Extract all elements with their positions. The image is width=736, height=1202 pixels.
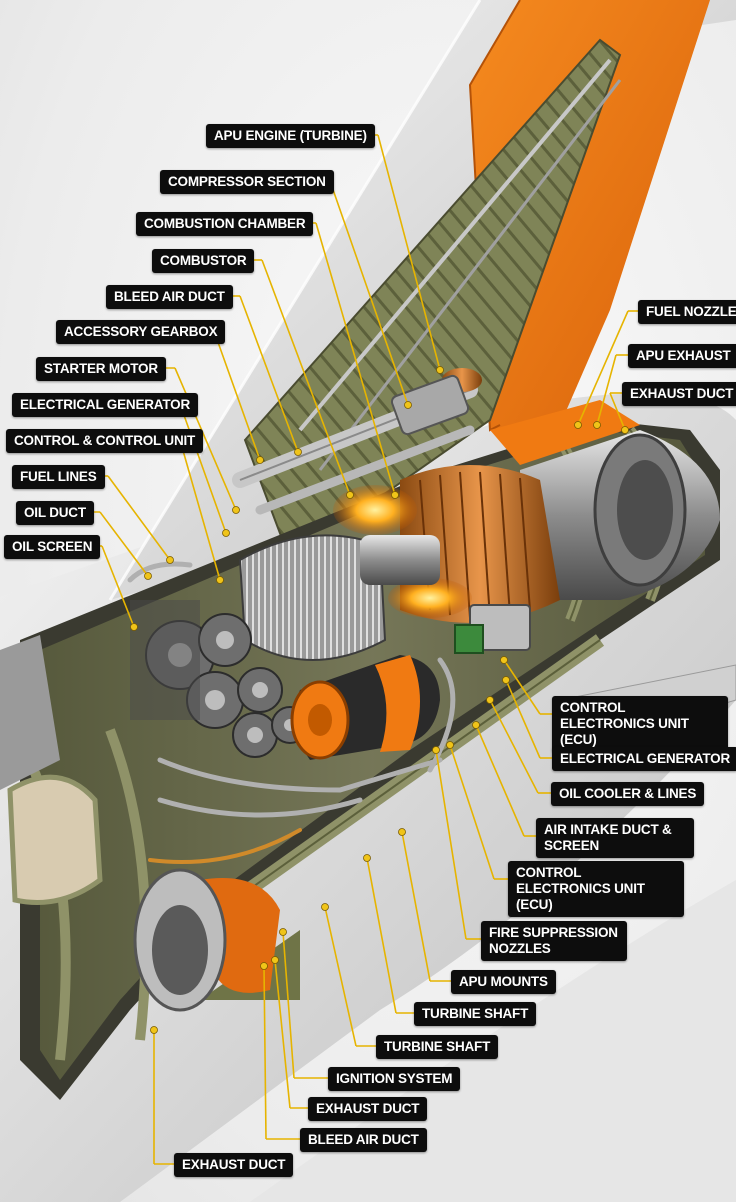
- label-oil-screen: OIL SCREEN: [4, 535, 101, 559]
- label-oil-cooler-lines: OIL COOLER & LINES: [551, 782, 705, 806]
- label-accessory-gearbox: ACCESSORY GEARBOX: [56, 320, 226, 344]
- leader-ecu-right-1: [500, 656, 552, 715]
- leader-bleed-air-duct-bottom: [260, 962, 300, 1140]
- leader-combustion-chamber: [302, 222, 399, 499]
- label-ecu-right-2: CONTROL ELECTRONICS UNIT (ECU): [508, 861, 684, 917]
- leader-bleed-air-duct-top: [225, 295, 302, 456]
- leader-apu-exhaust: [593, 354, 628, 429]
- leader-combustor: [247, 259, 354, 499]
- label-oil-duct: OIL DUCT: [16, 501, 94, 525]
- label-exhaust-duct-right: EXHAUST DUCT: [622, 382, 736, 406]
- label-apu-exhaust: APU EXHAUST: [628, 344, 736, 368]
- leader-turbine-shaft-2: [321, 903, 376, 1047]
- label-compressor-section: COMPRESSOR SECTION: [160, 170, 334, 194]
- label-air-intake-duct: AIR INTAKE DUCT & SCREEN: [536, 818, 694, 858]
- leader-fuel-nozzle: [574, 310, 638, 429]
- label-combustor: COMBUSTOR: [152, 249, 255, 273]
- label-combustion-chamber: COMBUSTION CHAMBER: [136, 212, 314, 236]
- label-apu-mounts: APU MOUNTS: [451, 970, 556, 994]
- label-apu-engine-turbine: APU ENGINE (TURBINE): [206, 124, 375, 148]
- label-control-unit-left: CONTROL & CONTROL UNIT: [6, 429, 204, 453]
- label-exhaust-duct-lowest: EXHAUST DUCT: [174, 1153, 294, 1177]
- label-electrical-generator-right: ELECTRICAL GENERATOR: [552, 747, 736, 771]
- label-fire-suppression: FIRE SUPPRESSION NOZZLES: [481, 921, 627, 961]
- leader-exhaust-duct-lowest: [150, 1026, 174, 1165]
- label-fuel-nozzle: FUEL NOZZLE: [638, 300, 736, 324]
- label-starter-motor: STARTER MOTOR: [36, 357, 166, 381]
- leader-electrical-generator-right: [502, 676, 552, 759]
- leader-apu-mounts: [398, 828, 451, 982]
- label-fuel-lines: FUEL LINES: [12, 465, 105, 489]
- leader-turbine-shaft-1: [363, 854, 414, 1014]
- label-bleed-air-duct-bottom: BLEED AIR DUCT: [300, 1128, 427, 1152]
- leader-exhaust-duct-right: [609, 392, 629, 434]
- label-ecu-right-1: CONTROL ELECTRONICS UNIT (ECU): [552, 696, 728, 752]
- label-electrical-generator-left: ELECTRICAL GENERATOR: [12, 393, 199, 417]
- label-turbine-shaft-1: TURBINE SHAFT: [414, 1002, 537, 1026]
- leader-oil-cooler-lines: [486, 696, 551, 794]
- leader-ecu-right-2: [446, 741, 508, 880]
- label-ignition-system: IGNITION SYSTEM: [328, 1067, 461, 1091]
- leader-ignition-system: [279, 928, 328, 1079]
- leader-compressor-section: [318, 180, 412, 409]
- label-bleed-air-duct-top: BLEED AIR DUCT: [106, 285, 233, 309]
- leader-exhaust-duct-bottom: [271, 956, 308, 1109]
- label-exhaust-duct-bottom: EXHAUST DUCT: [308, 1097, 428, 1121]
- leader-electrical-generator-left: [165, 403, 230, 537]
- leader-apu-engine: [364, 134, 444, 374]
- leader-air-intake-duct: [472, 721, 536, 837]
- leader-fire-suppression: [432, 746, 481, 940]
- label-turbine-shaft-2: TURBINE SHAFT: [376, 1035, 499, 1059]
- leader-accessory-gearbox: [199, 330, 264, 464]
